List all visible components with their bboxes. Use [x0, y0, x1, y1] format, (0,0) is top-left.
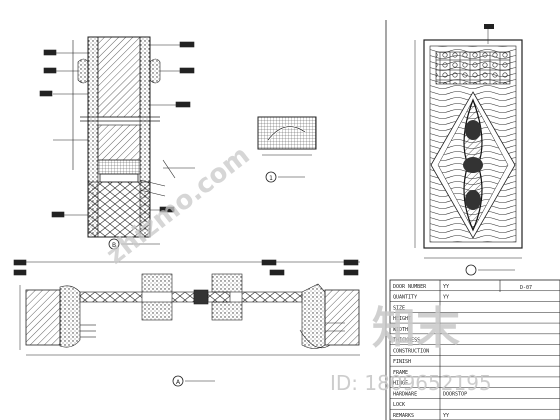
- schedule-row-value: YY: [443, 295, 449, 301]
- schedule-row-label: HINGE: [393, 381, 408, 387]
- section-tag-a: A: [172, 375, 215, 387]
- door-elevation: [385, 20, 523, 420]
- small-detail-swatch: 1: [257, 116, 317, 183]
- schedule-row-label: LOCK: [393, 402, 405, 408]
- leader-labels-left: [39, 49, 88, 218]
- schedule-row-label: FINISH: [393, 359, 411, 365]
- schedule-row-label: FRAME: [393, 370, 408, 376]
- section-tag-b-label: B: [112, 242, 116, 249]
- schedule-row-value: YY: [443, 413, 449, 419]
- schedule-row-label: HARDWARE: [393, 391, 417, 397]
- schedule-row-value: YY: [443, 284, 449, 290]
- plan-section: [19, 261, 360, 356]
- schedule-row-value: DOORSTOP: [443, 391, 467, 397]
- plan-leader-labels: [13, 259, 359, 338]
- vertical-section-detail: [72, 36, 195, 238]
- callout-1-label: 1: [269, 175, 273, 182]
- door-code: D-07: [520, 285, 532, 291]
- schedule-row-label: QUANTITY: [393, 295, 417, 301]
- section-tag-b: B: [108, 238, 160, 250]
- schedule-row-label: SIZE: [393, 305, 405, 311]
- door-schedule-table: [389, 279, 560, 420]
- leader-labels-right: [139, 41, 195, 213]
- schedule-row-label: DOOR NUMBER: [393, 284, 427, 290]
- schedule-row-label: HEIGHT: [393, 316, 411, 322]
- brand-watermark: 知末: [372, 303, 460, 354]
- schedule-rows: DOOR NUMBER YY QUANTITY YY SIZE HEIGHT WIDTH TH…: [390, 284, 560, 419]
- schedule-row-label: REMARKS: [393, 413, 414, 419]
- section-tag-a-label: A: [176, 379, 181, 386]
- id-watermark: ID: 1809652195: [330, 371, 492, 395]
- schedule-row-label: WIDTH: [393, 327, 408, 333]
- schedule-row-label: THICKNESS: [393, 338, 420, 344]
- schedule-row-label: CONSTRUCTION: [393, 348, 429, 354]
